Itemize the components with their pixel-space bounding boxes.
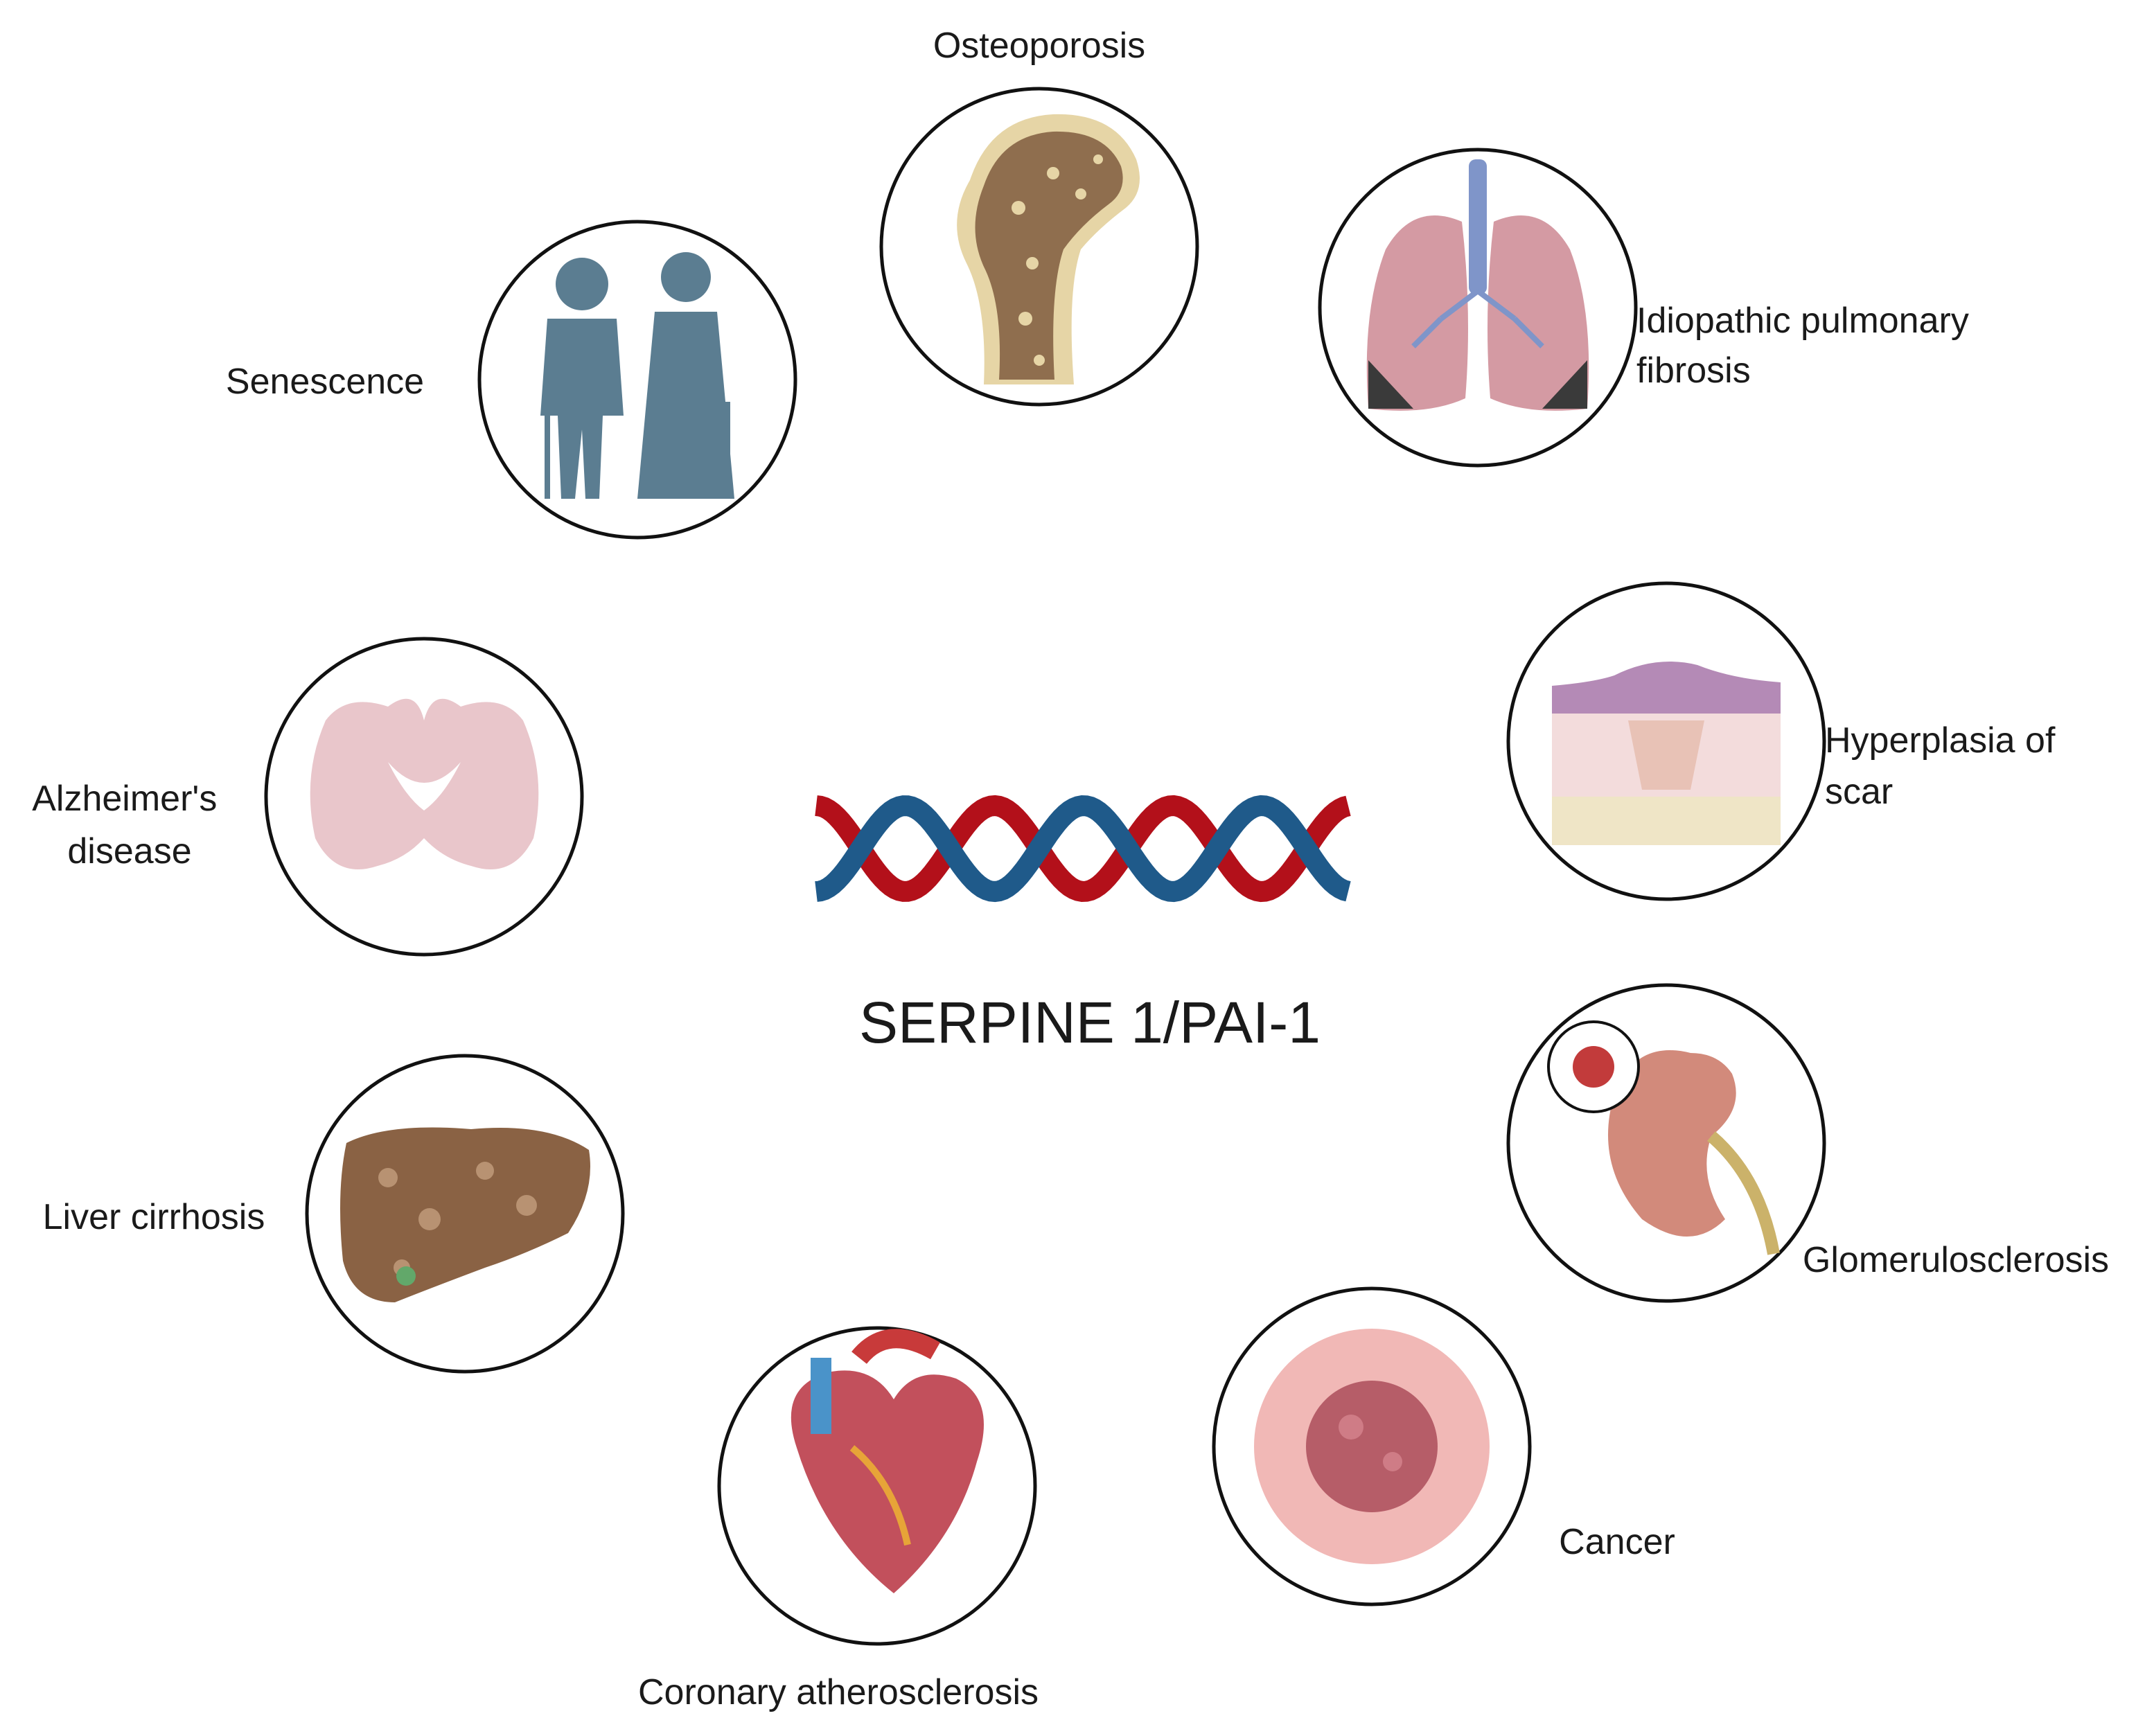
bone-femur-icon bbox=[957, 114, 1140, 385]
center-title: SERPINE 1/PAI-1 bbox=[859, 990, 1321, 1055]
ipf-label: Idiopathic pulmonary fibrosis bbox=[1636, 301, 1979, 391]
node-osteoporosis: Osteoporosis bbox=[879, 26, 1199, 407]
elderly-couple-icon bbox=[540, 252, 734, 499]
cancer-label: Cancer bbox=[1559, 1522, 1675, 1562]
node-cancer: Cancer bbox=[1212, 1286, 1675, 1606]
lungs-icon bbox=[1366, 159, 1589, 411]
scar-label: Hyperplasia of scar bbox=[1825, 720, 2065, 812]
center-gene: SERPINE 1/PAI-1 bbox=[815, 795, 1351, 1055]
dna-strand-blue bbox=[815, 795, 1351, 903]
node-coronary-atherosclerosis: Coronary atherosclerosis bbox=[638, 1326, 1039, 1712]
osteoporosis-label: Osteoporosis bbox=[933, 26, 1145, 66]
senescence-label: Senescence bbox=[226, 362, 424, 402]
senescence-circle bbox=[477, 220, 797, 540]
node-liver-cirrhosis: Liver cirrhosis bbox=[43, 1054, 625, 1374]
node-senescence: Senescence bbox=[226, 220, 797, 540]
node-hyperplasia-of-scar: Hyperplasia of scar bbox=[1506, 581, 2065, 901]
glomerulosclerosis-label: Glomerulosclerosis bbox=[1803, 1240, 2109, 1280]
node-alzheimers-disease: Alzheimer's disease bbox=[32, 637, 584, 957]
node-glomerulosclerosis: Glomerulosclerosis bbox=[1506, 983, 2109, 1303]
liver-icon bbox=[340, 1127, 590, 1302]
liver-label: Liver cirrhosis bbox=[43, 1197, 265, 1237]
dna-helix-icon bbox=[815, 795, 1351, 903]
skin-scar-icon bbox=[1552, 662, 1781, 845]
coronary-label: Coronary atherosclerosis bbox=[638, 1672, 1039, 1712]
kidney-icon bbox=[1547, 1020, 1780, 1255]
heart-icon bbox=[791, 1329, 984, 1593]
dna-strand-red bbox=[815, 795, 1351, 903]
brain-section-icon bbox=[310, 698, 539, 869]
alzheimers-label: Alzheimer's disease bbox=[32, 779, 227, 871]
node-idiopathic-pulmonary-fibrosis: Idiopathic pulmonary fibrosis bbox=[1318, 148, 1979, 468]
cancer-cell-icon bbox=[1254, 1329, 1490, 1564]
